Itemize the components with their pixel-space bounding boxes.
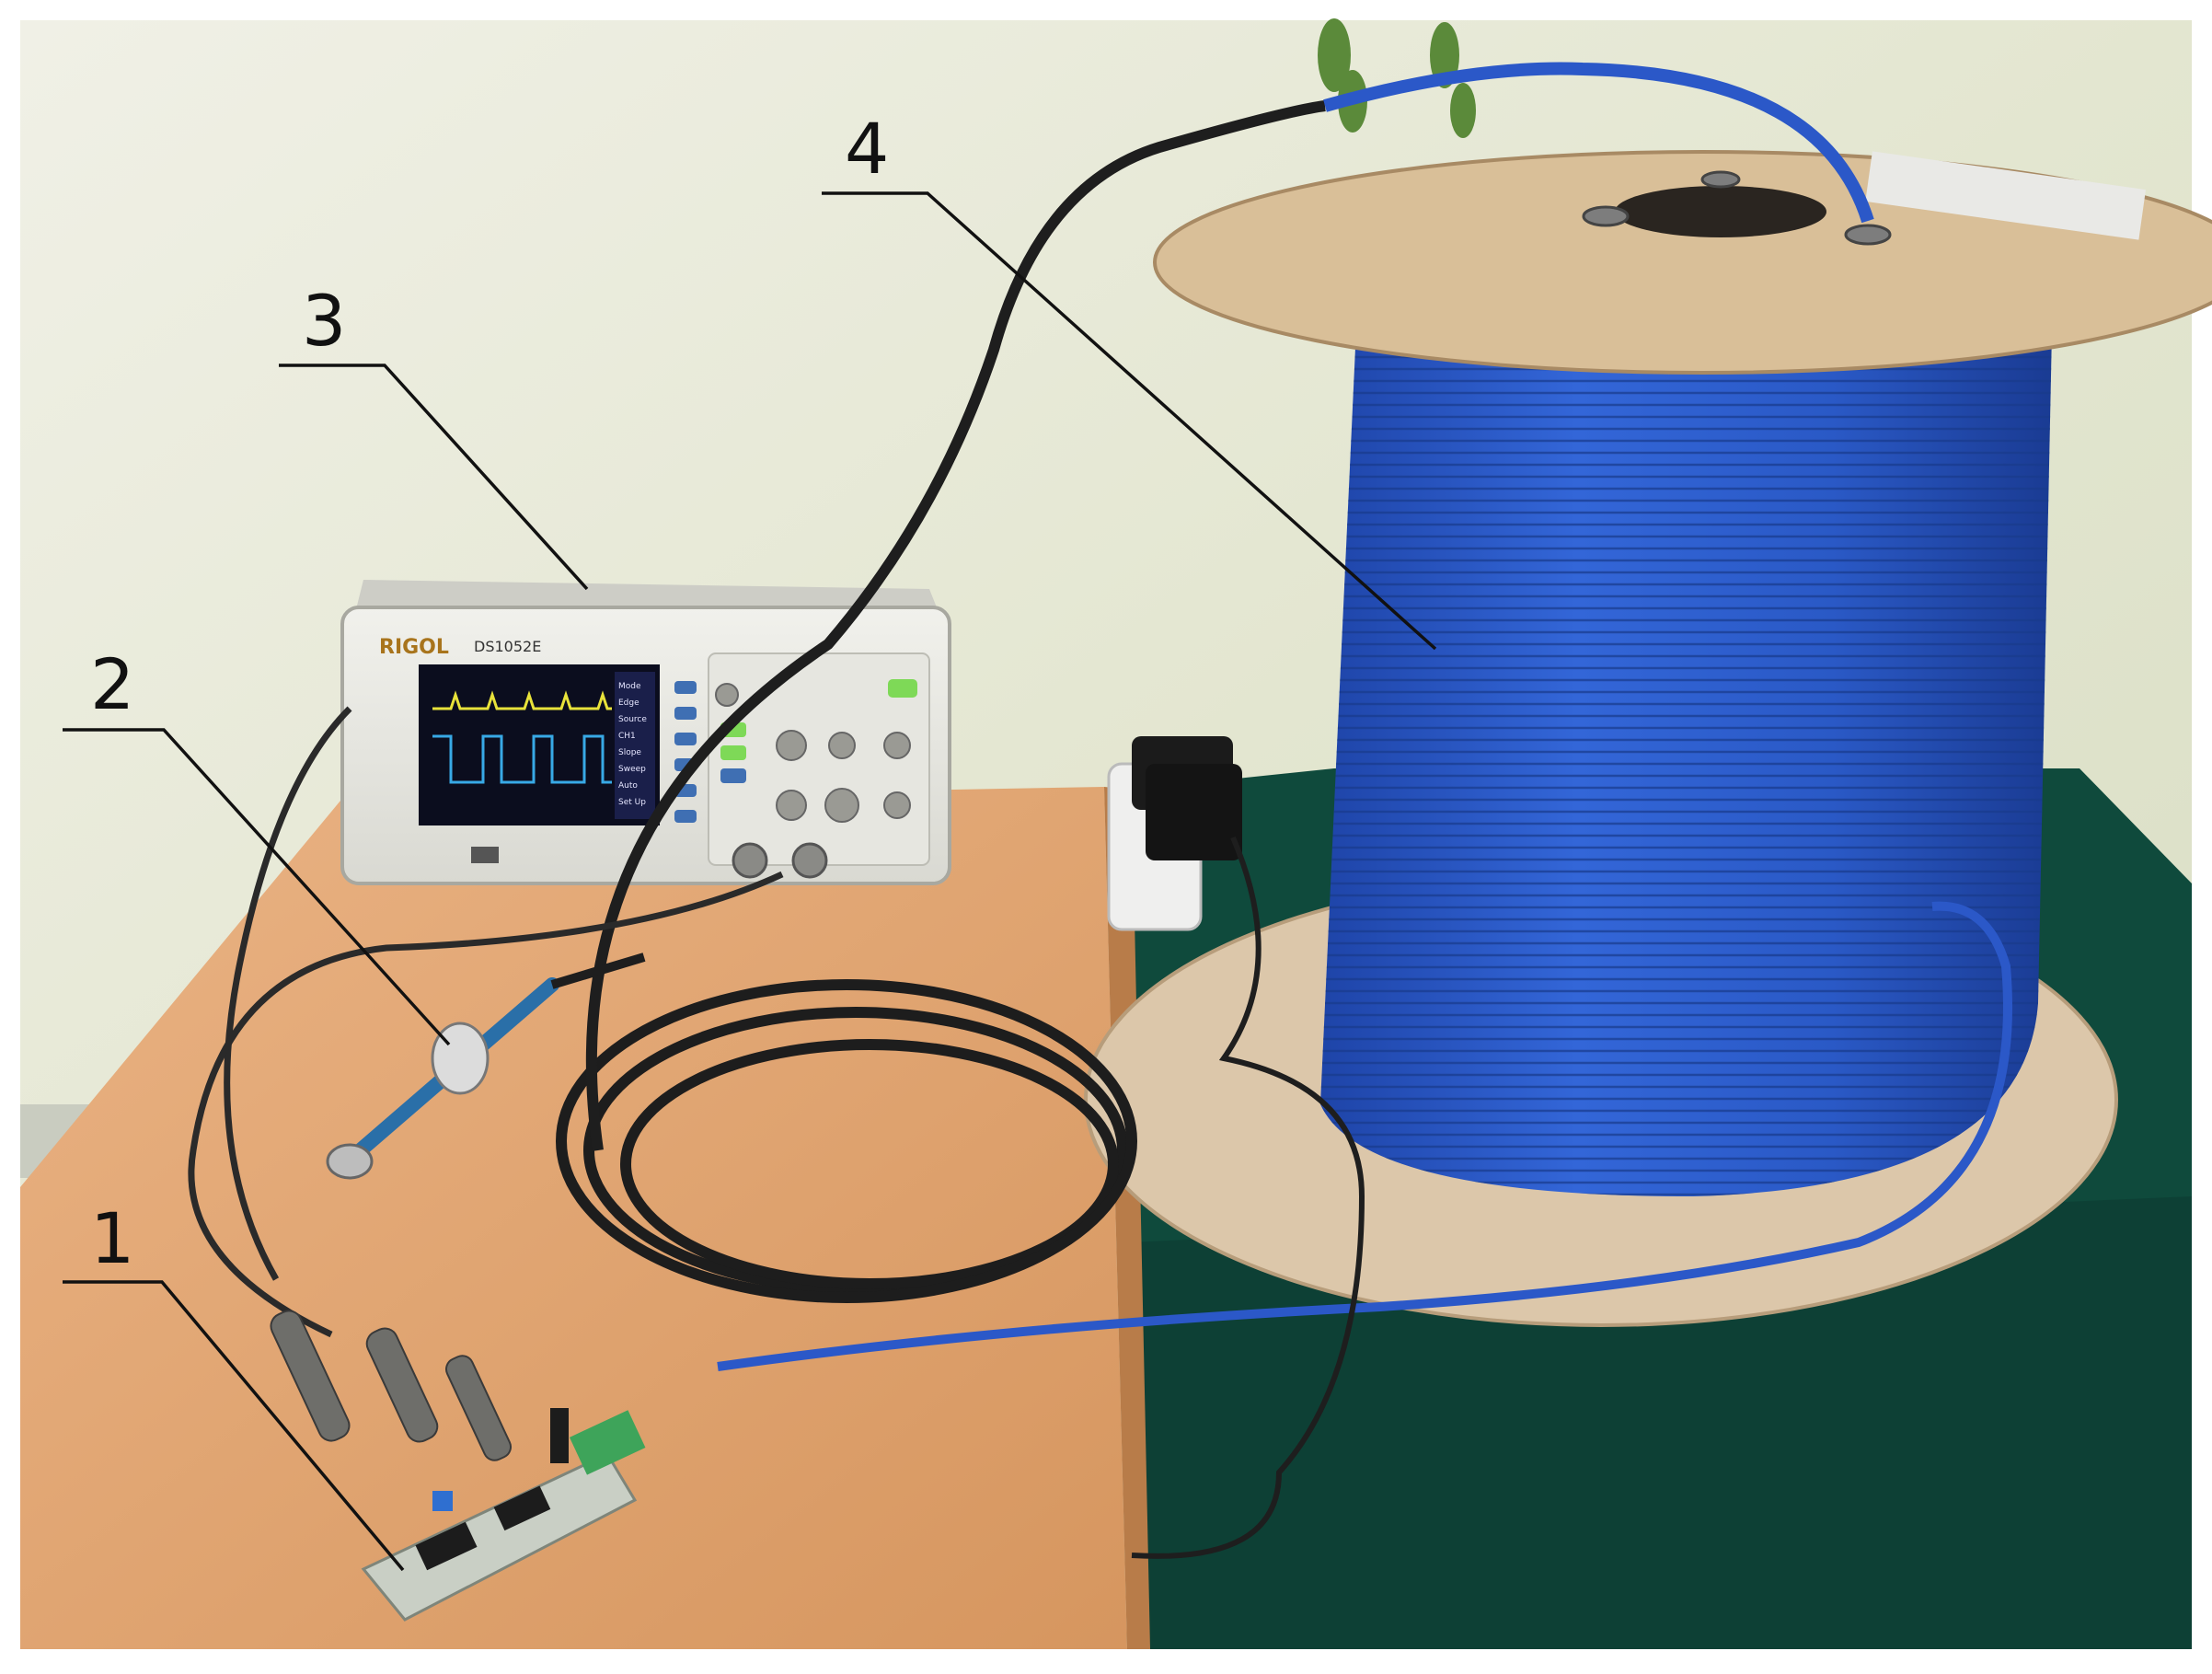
circuit-board bbox=[361, 1408, 646, 1622]
spool-bolt-left bbox=[1582, 205, 1630, 227]
menu-ch1: CH1 bbox=[618, 732, 636, 741]
callout-leader-2 bbox=[63, 728, 451, 1046]
control-knobs bbox=[715, 683, 911, 823]
callout-leader-4 bbox=[822, 191, 1437, 651]
blue-cable-to-board bbox=[717, 901, 2012, 1371]
callout-leader-1 bbox=[63, 1280, 405, 1572]
menu-slope: Slope bbox=[618, 748, 641, 757]
blue-cable-top bbox=[1323, 62, 1874, 224]
power-adapter-2 bbox=[1146, 764, 1242, 860]
menu-auto: Auto bbox=[618, 781, 638, 791]
callout-2-number: 2 bbox=[90, 643, 134, 725]
black-cable-to-spool bbox=[585, 100, 1326, 1151]
oscilloscope-probes bbox=[270, 1310, 513, 1461]
menu-sweep: Sweep bbox=[618, 765, 646, 774]
spool-bolt-top bbox=[1700, 170, 1741, 189]
bnc-ch2 bbox=[791, 842, 828, 879]
oscilloscope-model: DS1052E bbox=[474, 638, 541, 655]
callout-4-number: 4 bbox=[845, 108, 889, 190]
callout-leader-3 bbox=[279, 364, 589, 591]
cable-spool-windings bbox=[1320, 283, 2052, 1196]
callout-1-number: 1 bbox=[90, 1197, 134, 1279]
probe-cable-1 bbox=[224, 706, 352, 1281]
menu-setup: Set Up bbox=[618, 798, 646, 807]
spool-center-hole bbox=[1615, 186, 1826, 237]
run-stop-button bbox=[888, 679, 917, 698]
menu-mode: Mode bbox=[618, 682, 641, 691]
oscilloscope: RIGOL DS1052E bbox=[340, 580, 951, 885]
wooden-table-top bbox=[20, 787, 1127, 1649]
screen-side-buttons bbox=[674, 681, 697, 823]
menu-edge: Edge bbox=[618, 698, 639, 708]
callout-3-number: 3 bbox=[302, 280, 346, 362]
screen-menu-panel bbox=[615, 672, 655, 819]
waveform-ch1 bbox=[432, 690, 612, 710]
coiled-black-cable bbox=[556, 979, 1137, 1303]
adapter-cable bbox=[1131, 836, 1365, 1559]
spool-bolt-right bbox=[1844, 224, 1892, 246]
screen-menu-text: Mode Edge Source CH1 Slope Sweep Auto Se… bbox=[618, 682, 647, 807]
bnc-ch1 bbox=[732, 842, 768, 879]
oscilloscope-brand: RIGOL bbox=[379, 636, 449, 659]
callout-leaders bbox=[63, 191, 1437, 1572]
wooden-table-edge bbox=[1104, 787, 1150, 1649]
waveform-ch2 bbox=[432, 734, 612, 784]
spool-label-sticker bbox=[1865, 151, 2147, 240]
probe-cable-2 bbox=[188, 871, 784, 1338]
usb-port bbox=[471, 847, 499, 863]
plant-leaves bbox=[1318, 18, 1476, 138]
menu-source: Source bbox=[618, 715, 647, 724]
